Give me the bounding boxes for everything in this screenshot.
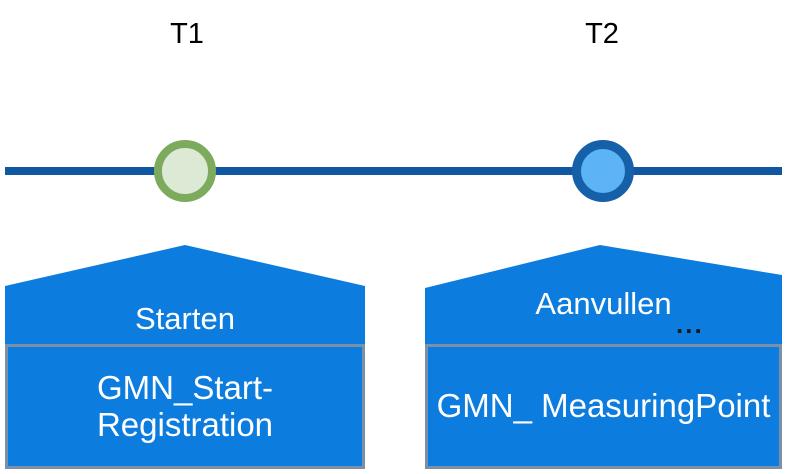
banner-label-t2: Aanvullen bbox=[535, 286, 672, 321]
banner-label-t1: Starten bbox=[135, 301, 235, 336]
ellipsis-icon: ... bbox=[676, 309, 704, 339]
entity-box-t2[interactable]: GMN_ MeasuringPoint bbox=[425, 344, 782, 469]
time-label-t1: T1 bbox=[170, 18, 204, 50]
entity-label-t2: GMN_ MeasuringPoint bbox=[436, 387, 771, 425]
timeline-axis bbox=[5, 167, 782, 175]
entity-label-t1: GMN_Start-Registration bbox=[96, 368, 274, 443]
time-label-t2: T2 bbox=[585, 18, 619, 50]
entity-box-t1[interactable]: GMN_Start-Registration bbox=[5, 344, 365, 469]
circle-node-green-icon[interactable] bbox=[154, 140, 216, 202]
circle-node-blue-icon[interactable] bbox=[572, 140, 634, 202]
